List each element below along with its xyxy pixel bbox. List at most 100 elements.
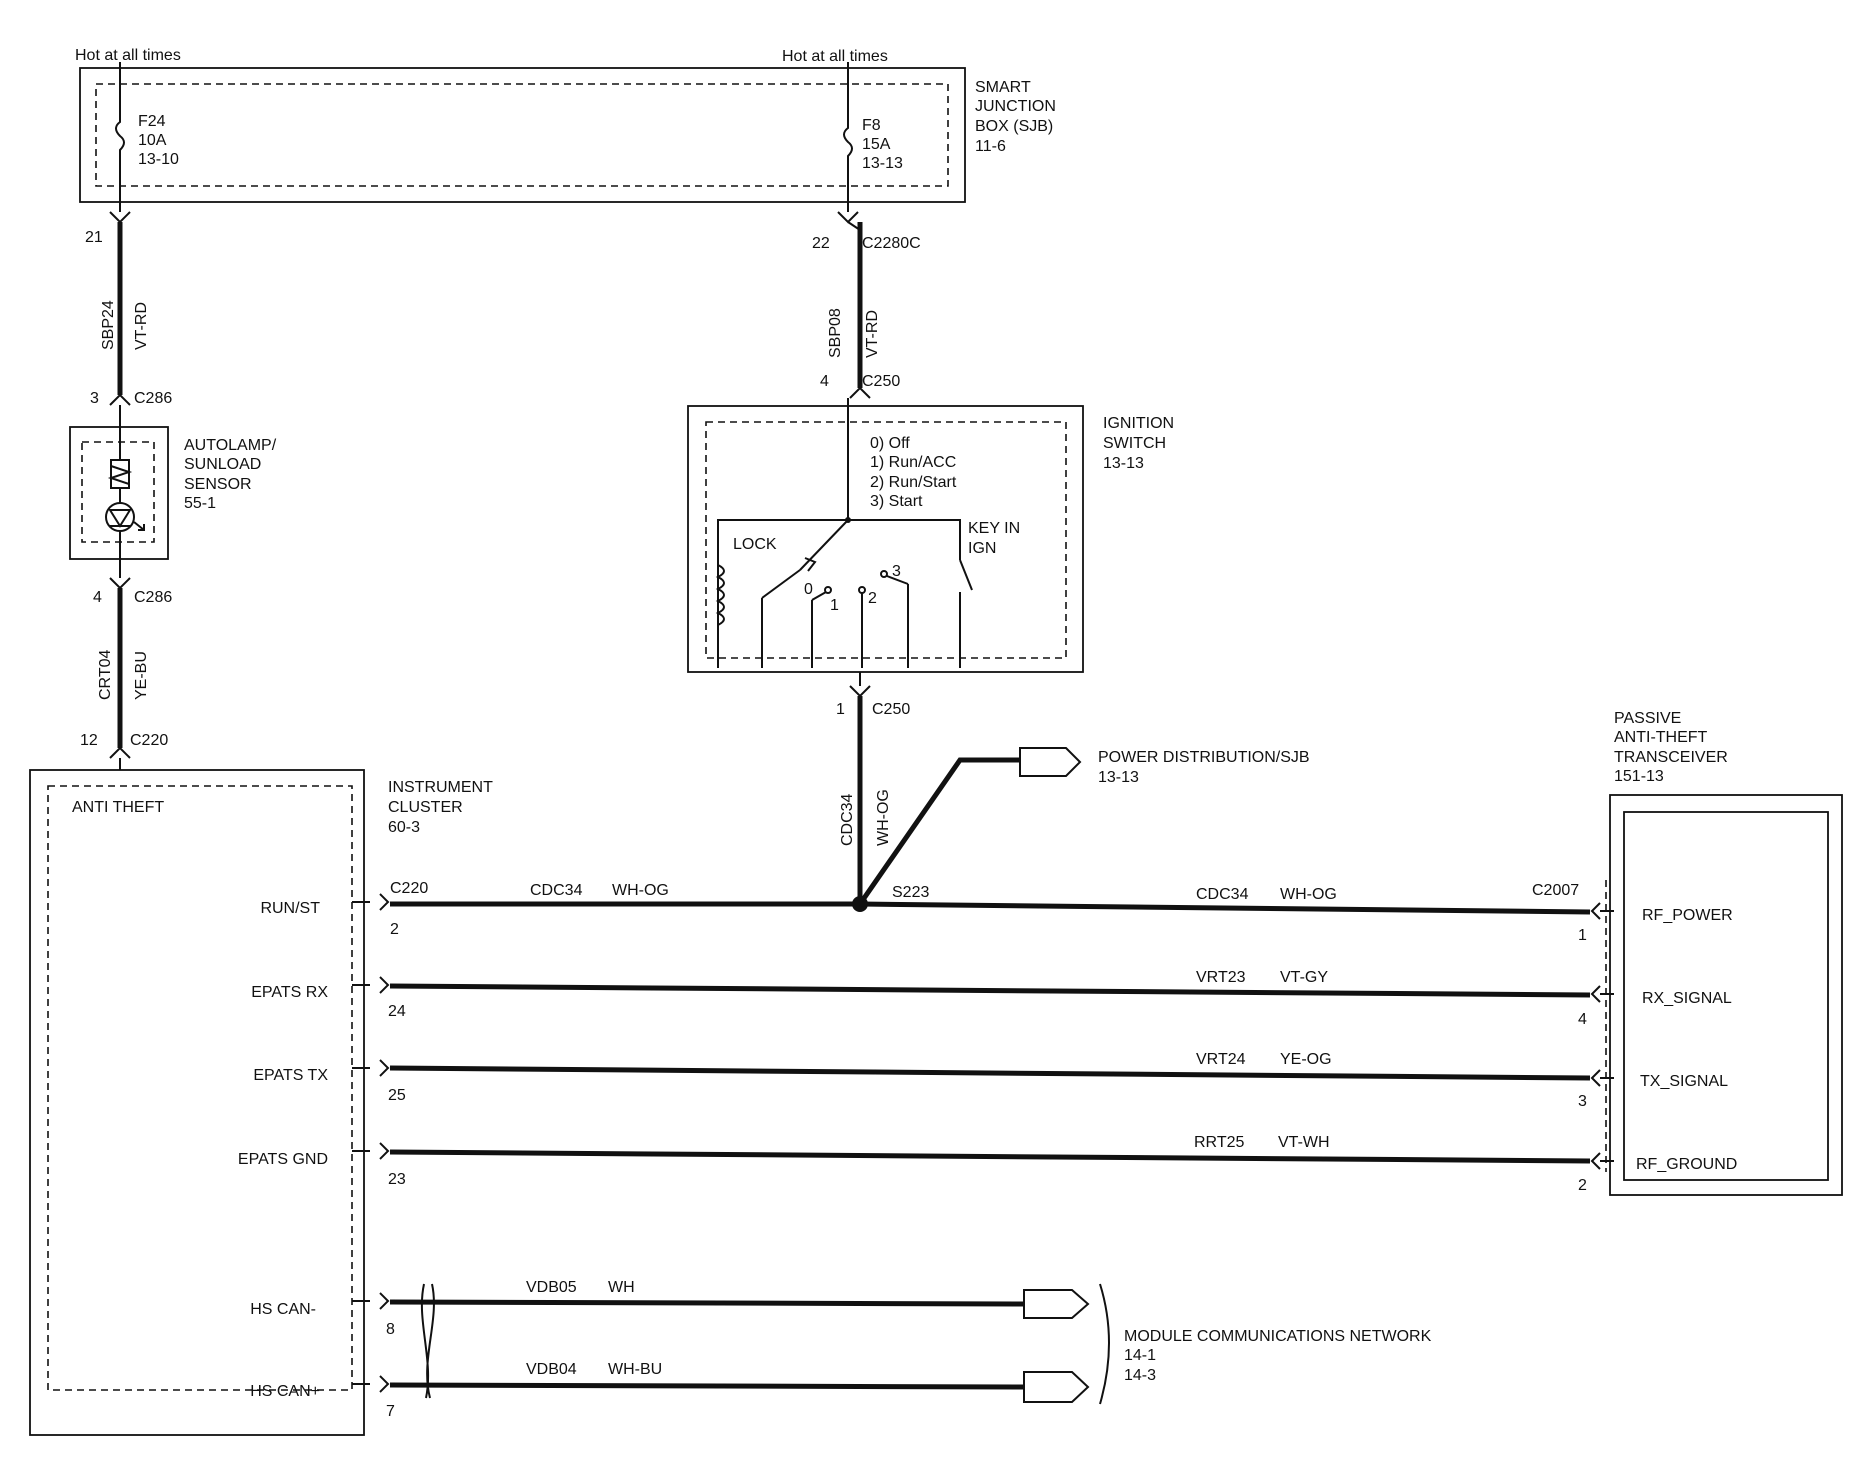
connector-arrow-icon bbox=[352, 893, 390, 911]
hot-label-right: Hot at all times bbox=[782, 48, 888, 65]
network-1: MODULE COMMUNICATIONS NETWORK bbox=[1124, 1328, 1432, 1345]
center-wire2-color: WH-OG bbox=[875, 789, 892, 846]
conn-c286-bot: C286 bbox=[134, 589, 172, 606]
center-lower-circuit: 1 C250 CDC34 WH-OG POWER DISTRIBUTION/SJ… bbox=[836, 672, 1310, 912]
power-dist-2: 13-13 bbox=[1098, 769, 1139, 786]
pin-label-hs-can-minus: HS CAN- bbox=[250, 1301, 316, 1318]
pin-num-7: 7 bbox=[386, 1403, 395, 1420]
pin-4-center: 4 bbox=[820, 373, 829, 390]
transceiver-conn: C2007 bbox=[1532, 882, 1579, 899]
cluster-title-2: CLUSTER bbox=[388, 799, 463, 816]
pin-label-hs-can-plus: HS CAN+ bbox=[250, 1383, 320, 1400]
pin-label-rf-ground: RF_GROUND bbox=[1636, 1156, 1737, 1173]
gnd-circuit: RRT25 bbox=[1194, 1134, 1244, 1151]
connector-arrow-icon bbox=[849, 685, 871, 698]
gnd-color: VT-WH bbox=[1278, 1134, 1330, 1151]
connector-arrow-icon bbox=[1590, 985, 1614, 1003]
pin-1-center: 1 bbox=[836, 701, 845, 718]
connector-arrow-icon bbox=[109, 577, 131, 590]
contact-0 bbox=[824, 586, 832, 594]
conn-c2280c: C2280C bbox=[862, 235, 921, 252]
pin-num-rf-ground: 2 bbox=[1578, 1177, 1587, 1194]
center-circuit2-id: CDC34 bbox=[839, 793, 856, 846]
network-3: 14-3 bbox=[1124, 1367, 1156, 1384]
conn-c250-bot: C250 bbox=[872, 701, 910, 718]
sensor-title-3: SENSOR bbox=[184, 476, 252, 493]
sensor-title-1: AUTOLAMP/ bbox=[184, 437, 277, 454]
connector-arrow-icon bbox=[109, 746, 131, 759]
contact-3 bbox=[880, 570, 888, 578]
sjb-title-3: BOX (SJB) bbox=[975, 118, 1053, 135]
autolamp-sensor: AUTOLAMP/ SUNLOAD SENSOR 55-1 bbox=[69, 405, 277, 578]
pin-num-25: 25 bbox=[388, 1087, 406, 1104]
sensor-title-2: SUNLOAD bbox=[184, 456, 261, 473]
fuse-f24-name: F24 bbox=[138, 113, 166, 130]
connector-arrow-icon bbox=[352, 1142, 390, 1160]
rx-color: VT-GY bbox=[1280, 969, 1328, 986]
transceiver-title-4: 151-13 bbox=[1614, 768, 1664, 785]
run-right-circuit: CDC34 bbox=[1196, 886, 1249, 903]
sjb-title-1: SMART bbox=[975, 79, 1031, 96]
ign-pos-0: 0) Off bbox=[870, 435, 910, 452]
connector-arrow-icon bbox=[1590, 902, 1614, 920]
connector-arrow-icon bbox=[352, 1375, 390, 1393]
can-minus-circuit: VDB05 bbox=[526, 1279, 577, 1296]
transceiver-title-3: TRANSCEIVER bbox=[1614, 749, 1728, 766]
pin-label-epats-rx: EPATS RX bbox=[251, 984, 328, 1001]
connector-arrow-icon bbox=[1590, 1152, 1614, 1170]
pin-label-rx-signal: RX_SIGNAL bbox=[1642, 990, 1732, 1007]
twisted-pair-icon bbox=[420, 1283, 435, 1399]
network-bracket-icon bbox=[1099, 1283, 1110, 1405]
connector-arrow-icon bbox=[1590, 1069, 1614, 1087]
ign-pos-1: 1) Run/ACC bbox=[870, 454, 956, 471]
conn-c220-top: C220 bbox=[130, 732, 168, 749]
connector-arrow-icon bbox=[352, 1292, 390, 1310]
connector-arrow-icon bbox=[849, 386, 871, 399]
horizontal-wires: CDC34 WH-OG CDC34 WH-OG VRT23 VT-GY VRT2… bbox=[352, 882, 1614, 1405]
conn-c286-top: C286 bbox=[134, 390, 172, 407]
can-minus-color: WH bbox=[608, 1279, 635, 1296]
fuse-f24-rating: 10A bbox=[138, 132, 167, 149]
contact-1-label: 1 bbox=[830, 597, 839, 614]
rx-circuit: VRT23 bbox=[1196, 969, 1246, 986]
run-right-color: WH-OG bbox=[1280, 886, 1337, 903]
pin-num-rf-power: 1 bbox=[1578, 927, 1587, 944]
smart-junction-box: Hot at all times Hot at all times SMART … bbox=[75, 47, 1056, 212]
fuse-f24-icon bbox=[115, 62, 125, 212]
pin-3: 3 bbox=[90, 390, 99, 407]
transceiver-title-2: ANTI-THEFT bbox=[1614, 729, 1708, 746]
center-circuit: 22 C2280C SBP08 VT-RD 4 C250 bbox=[812, 211, 921, 399]
sjb-title-2: JUNCTION bbox=[975, 98, 1056, 115]
pin-num-8: 8 bbox=[386, 1321, 395, 1338]
pin-label-epats-tx: EPATS TX bbox=[253, 1067, 328, 1084]
run-left-color: WH-OG bbox=[612, 882, 669, 899]
run-left-circuit: CDC34 bbox=[530, 882, 583, 899]
network-2: 14-1 bbox=[1124, 1347, 1156, 1364]
pin-22: 22 bbox=[812, 235, 830, 252]
ign-pos-3: 3) Start bbox=[870, 493, 923, 510]
pin-4-left: 4 bbox=[93, 589, 102, 606]
connector-arrow-icon bbox=[109, 211, 131, 224]
cluster-title-1: INSTRUMENT bbox=[388, 779, 493, 796]
can-plus-color: WH-BU bbox=[608, 1361, 662, 1378]
can-plus-circuit: VDB04 bbox=[526, 1361, 577, 1378]
tx-circuit: VRT24 bbox=[1196, 1051, 1246, 1068]
pin-num-23: 23 bbox=[388, 1171, 406, 1188]
contact-2-label: 2 bbox=[868, 590, 877, 607]
contact-3-label: 3 bbox=[892, 563, 901, 580]
ignition-switch: 0) Off 1) Run/ACC 2) Run/Start 3) Start … bbox=[687, 398, 1174, 673]
ign-lock: LOCK bbox=[733, 536, 777, 553]
fuse-f8-icon bbox=[843, 62, 853, 212]
power-dist-connector-icon bbox=[1019, 747, 1082, 777]
conn-c250-top: C250 bbox=[862, 373, 900, 390]
contact-2 bbox=[858, 586, 866, 594]
cluster-conn-c220: C220 bbox=[390, 880, 428, 897]
connector-arrow-icon bbox=[837, 211, 859, 224]
cluster-title-3: 60-3 bbox=[388, 819, 420, 836]
ign-pos-2: 2) Run/Start bbox=[870, 474, 957, 491]
power-dist-1: POWER DISTRIBUTION/SJB bbox=[1098, 749, 1310, 766]
instrument-cluster: ANTI THEFT INSTRUMENT CLUSTER 60-3 C220 … bbox=[29, 769, 493, 1436]
pin-label-rf-power: RF_POWER bbox=[1642, 907, 1733, 924]
splice-label: S223 bbox=[892, 884, 929, 901]
